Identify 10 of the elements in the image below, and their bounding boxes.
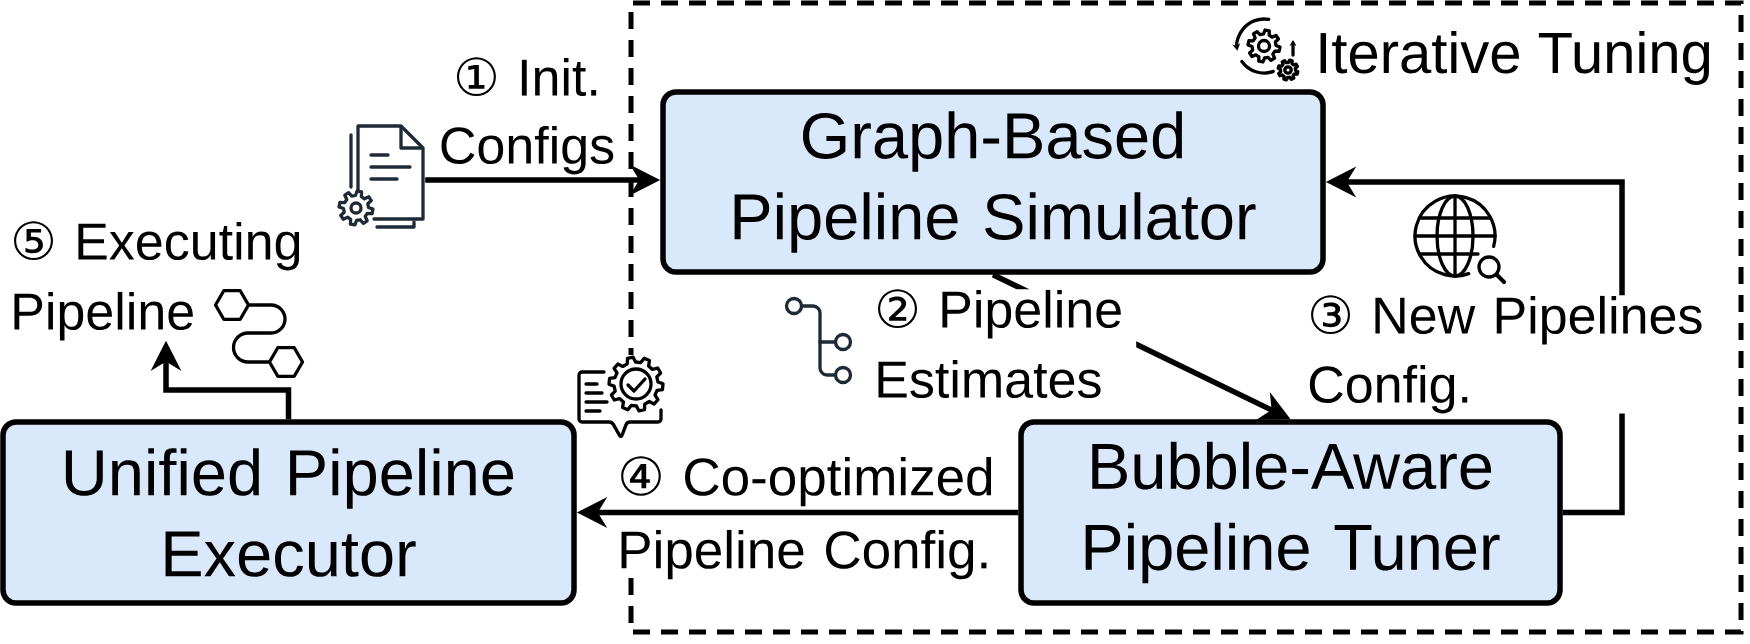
process-box: Bubble-Aware Pipeline Tuner [1018,419,1563,606]
edge-label: ② Pipeline Estimates [874,289,1137,399]
frame-title: Iterative Tuning [1320,30,1710,85]
document-icon [337,124,425,229]
step-label: ⑤ Executing Pipeline [14,221,300,341]
edge-label: ① Init. Configs [427,57,627,175]
process-box: Unified Pipeline Executor [0,419,577,606]
edge-label: ③ New Pipelines Config. [1307,295,1728,414]
edge-label: ④ Co-optimized Pipeline Config. [621,456,992,580]
process-box: Graph-Based Pipeline Simulator [660,89,1326,275]
